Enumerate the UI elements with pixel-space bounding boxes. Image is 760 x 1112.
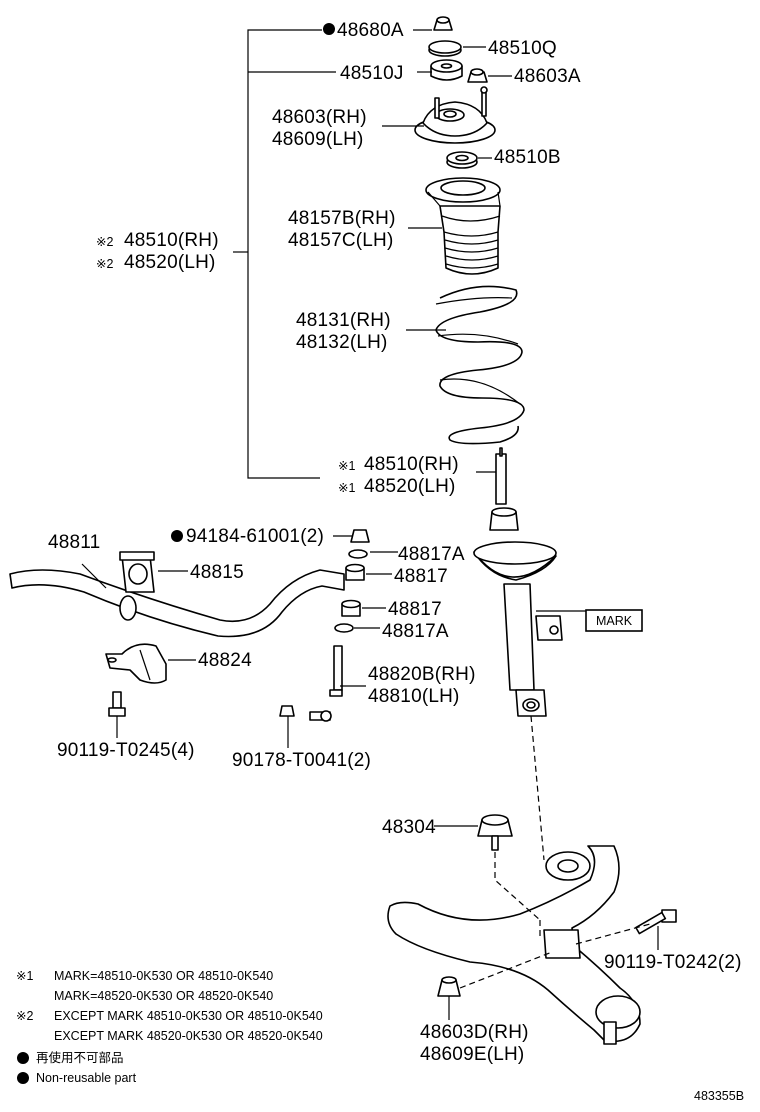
label-48817a-lower: 48817A [382, 621, 449, 642]
label-48510j: 48510J [340, 63, 404, 84]
label-48510q: 48510Q [488, 38, 557, 59]
note2-mark: ※2 [16, 1009, 33, 1023]
legend-dot-en [17, 1072, 29, 1084]
assembly-bracket [233, 29, 336, 479]
label-90178: 90178-T0041(2) [232, 750, 371, 771]
bracket-48824 [105, 643, 167, 684]
assembly-dashed-lines [459, 715, 651, 989]
label-48609e: 48609E(LH) [420, 1044, 524, 1065]
label-48157b: 48157B(RH) [288, 208, 396, 229]
stabilizer-bar-48811 [9, 569, 345, 638]
boot-48157 [425, 177, 501, 275]
label-48811: 48811 [48, 532, 100, 553]
label-48820b: 48820B(RH) [368, 664, 476, 685]
nut-48603a [467, 68, 488, 83]
label-48609-lh: 48609(LH) [272, 129, 364, 150]
legend-en: Non-reusable part [36, 1071, 137, 1085]
note2-line1: EXCEPT MARK 48510-0K530 OR 48510-0K540 [54, 1009, 323, 1023]
label-48157c: 48157C(LH) [288, 230, 394, 251]
kome1-mark-rh: ※1 [338, 459, 355, 473]
note1-line1: MARK=48510-0K530 OR 48510-0K540 [54, 969, 273, 983]
kome1-mark-lh: ※1 [338, 481, 355, 495]
label-48603-rh: 48603(RH) [272, 107, 367, 128]
note1-mark: ※1 [16, 969, 33, 983]
retainer-48817a-lower [334, 623, 354, 633]
label-48817-lower: 48817 [388, 599, 442, 620]
upper-support-48603 [414, 86, 496, 144]
leader-lines [81, 29, 659, 1020]
retainer-48817a-upper [348, 549, 368, 559]
label-48510b: 48510B [494, 147, 561, 168]
label-90119-t0242: 90119-T0242(2) [604, 952, 742, 973]
label-48131: 48131(RH) [296, 310, 391, 331]
legend-dot-jp [17, 1052, 29, 1064]
note1-line2: MARK=48520-0K530 OR 48520-0K540 [54, 989, 273, 1003]
label-48603d: 48603D(RH) [420, 1022, 529, 1043]
label-48132: 48132(LH) [296, 332, 388, 353]
bushing-48815 [119, 551, 155, 593]
label-48520-lh-x2: 48520(LH) [124, 252, 216, 273]
bolt-90119-t0242 [635, 909, 677, 935]
mark-callout [536, 609, 643, 632]
label-48817-upper: 48817 [394, 566, 448, 587]
coil-spring-48131 [435, 285, 525, 445]
part-labels: 48680A 48510Q 48510J 48603A 48603(RH) 48… [48, 20, 742, 1065]
label-mark: MARK [596, 614, 633, 628]
cushion-48817-lower [341, 599, 361, 617]
nut-90178 [279, 705, 295, 717]
bushing-48510j [430, 59, 463, 81]
label-48817a-upper: 48817A [398, 544, 465, 565]
label-48824: 48824 [198, 650, 252, 671]
label-48304: 48304 [382, 817, 436, 838]
nut-48603d [437, 976, 461, 997]
label-48680a: 48680A [337, 20, 404, 41]
diagram-id: 483355B [694, 1089, 744, 1103]
note2-line2: EXCEPT MARK 48520-0K530 OR 48520-0K540 [54, 1029, 323, 1043]
label-48810: 48810(LH) [368, 686, 460, 707]
footnotes: ※1 MARK=48510-0K530 OR 48510-0K540 MARK=… [16, 969, 744, 1103]
legend-jp: 再使用不可部品 [36, 1050, 124, 1065]
label-94184: 94184-61001(2) [186, 526, 324, 547]
cushion-48817-upper [345, 563, 365, 581]
label-48815: 48815 [190, 562, 244, 583]
shock-absorber-48510 [473, 447, 563, 717]
label-48603a: 48603A [514, 66, 581, 87]
label-48520-lh-x1: 48520(LH) [364, 476, 456, 497]
lower-arm [387, 845, 641, 1045]
washer-48510q [428, 40, 462, 57]
label-48510-rh-x1: 48510(RH) [364, 454, 459, 475]
bushing-48304 [477, 814, 513, 851]
label-90119-t0245: 90119-T0245(4) [57, 740, 195, 761]
stabilizer-link-48820b [309, 645, 343, 722]
kome2-mark-lh: ※2 [96, 257, 113, 271]
non-reusable-dot-94184 [171, 530, 183, 542]
label-48510-rh-x2: 48510(RH) [124, 230, 219, 251]
kome2-mark-rh: ※2 [96, 235, 113, 249]
bolt-90119-t0245 [108, 691, 126, 717]
bearing-48510b [446, 151, 478, 169]
non-reusable-dot-48680a [323, 23, 335, 35]
nut-94184 [350, 529, 370, 543]
nut-48680a [433, 16, 453, 31]
